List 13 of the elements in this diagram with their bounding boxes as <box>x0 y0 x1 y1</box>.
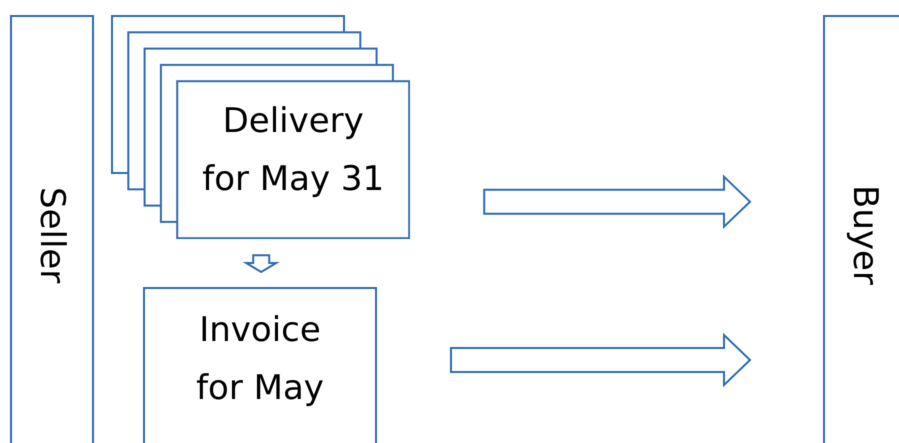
block-arrow <box>242 254 280 274</box>
document-label: for May 31 <box>202 162 384 196</box>
buyer-band <box>823 15 899 443</box>
seller-band <box>10 15 94 443</box>
document-stack <box>111 15 410 239</box>
block-arrow <box>483 174 752 230</box>
party-label: Seller <box>32 186 72 284</box>
block-arrow <box>450 332 752 388</box>
document-label: Invoice <box>199 313 321 347</box>
invoice-document <box>143 287 377 443</box>
document-label: for May <box>196 371 324 405</box>
document-label: Delivery <box>222 104 364 138</box>
party-label: Buyer <box>845 185 885 285</box>
